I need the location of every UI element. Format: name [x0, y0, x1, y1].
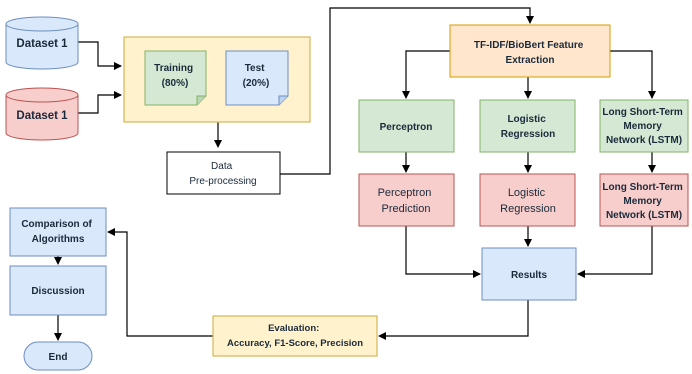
feature-extraction-label: TF-IDF/BioBert Feature Extraction: [474, 40, 586, 66]
results-label: Results: [511, 270, 548, 281]
edge-perceptron-prediction-to-results: [405, 226, 481, 278]
perceptron-model-label: Perceptron: [380, 122, 433, 133]
comparison-label: Comparison of Algorithms: [21, 219, 94, 245]
test-note: Test (20%): [225, 50, 289, 106]
results-box: Results: [481, 247, 577, 301]
edge-preprocessing-to-feature-extraction: [280, 7, 534, 175]
comparison-box: Comparison of Algorithms: [9, 207, 107, 257]
perceptron-model-box: Perceptron: [358, 99, 455, 153]
test-label: Test (20%): [243, 63, 270, 89]
dataset-1-cylinder: Dataset 1: [5, 16, 79, 70]
discussion-box: Discussion: [9, 265, 107, 316]
evaluation-box: Evaluation: Accuracy, F1-Score, Precisio…: [212, 315, 378, 357]
edge-feature-to-lstm: [610, 50, 656, 99]
lstm-prediction-label: Long Short-Term Memory Network (LSTM): [602, 182, 685, 221]
edge-lstm-prediction-to-results: [577, 226, 653, 278]
connectors: [54, 7, 656, 341]
end-terminator: End: [23, 341, 93, 371]
end-label: End: [49, 352, 68, 363]
evaluation-label: Evaluation: Accuracy, F1-Score, Precisio…: [227, 323, 363, 349]
preprocessing-box: Data Pre-processing: [166, 151, 281, 195]
logistic-prediction-label: Logistic Regression: [500, 187, 556, 215]
edge-evaluation-to-comparison: [107, 228, 213, 337]
logistic-model-box: Logistic Regression: [479, 99, 576, 153]
logistic-prediction-box: Logistic Regression: [479, 173, 576, 227]
edge-results-to-evaluation: [378, 300, 529, 340]
discussion-label: Discussion: [31, 286, 84, 297]
training-note: Training (80%): [144, 50, 207, 106]
logistic-model-label: Logistic Regression: [501, 114, 555, 140]
training-label: Training (80%): [154, 63, 196, 89]
lstm-model-label: Long Short-Term Memory Network (LSTM): [602, 107, 685, 146]
preprocessing-label: Data Pre-processing: [189, 161, 256, 187]
dataset-1-label: Dataset 1: [16, 38, 68, 50]
feature-extraction-box: TF-IDF/BioBert Feature Extraction: [449, 24, 611, 78]
lstm-prediction-box: Long Short-Term Memory Network (LSTM): [599, 173, 689, 227]
edge-feature-to-perceptron: [402, 50, 450, 99]
lstm-model-box: Long Short-Term Memory Network (LSTM): [599, 99, 689, 153]
perceptron-prediction-label: Perceptron Prediction: [378, 187, 435, 215]
edge-dataset1-to-split: [78, 41, 122, 70]
dataset-2-cylinder: Dataset 1: [5, 87, 79, 141]
perceptron-prediction-box: Perceptron Prediction: [358, 173, 455, 227]
dataset-2-label: Dataset 1: [16, 110, 68, 122]
edge-dataset2-to-split: [78, 91, 122, 114]
